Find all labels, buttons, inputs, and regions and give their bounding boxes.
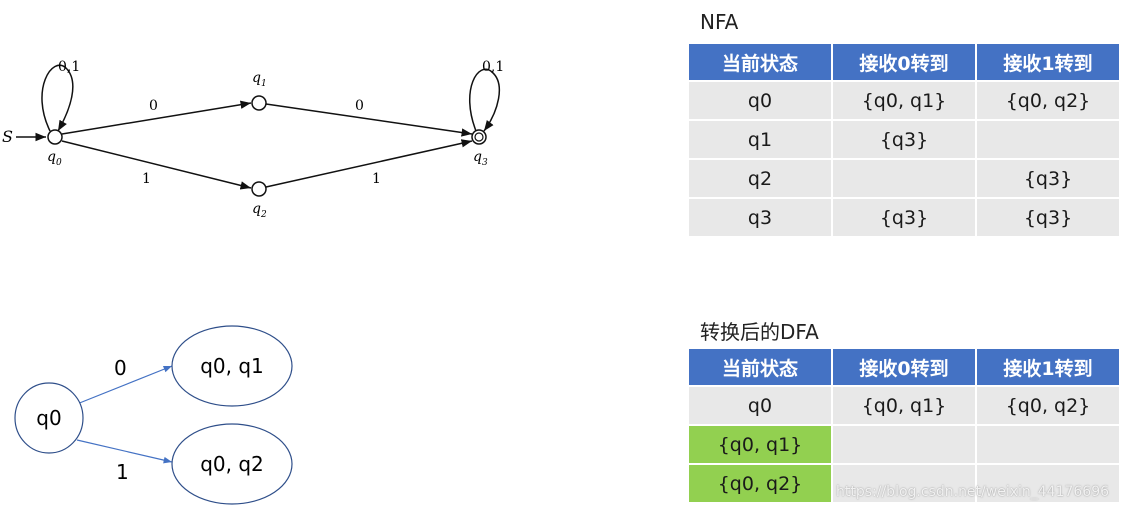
column-header: 当前状态 (689, 349, 833, 385)
table-cell (977, 424, 1119, 463)
nfa-state-q1 (251, 95, 267, 111)
table-cell (833, 424, 977, 463)
table-cell: {q3} (833, 197, 977, 236)
edge-q0-q1-label: 0 (149, 98, 158, 114)
table-row: {q0, q2} (689, 463, 1119, 502)
dfa-table: 当前状态 接收0转到 接收1转到 q0 {q0, q1} {q0, q2} {q… (689, 349, 1119, 502)
nfa-label-q0: q0 (47, 149, 62, 168)
dfa-edge-lower (76, 439, 173, 464)
column-header: 接收0转到 (833, 44, 977, 80)
table-row: q0 {q0, q1} {q0, q2} (689, 80, 1119, 119)
q0-loop-label: 0,1 (58, 59, 80, 75)
dfa-node-q0-q1-label: q0, q1 (200, 354, 264, 378)
column-header: 当前状态 (689, 44, 833, 80)
nfa-table: 当前状态 接收0转到 接收1转到 q0 {q0, q1} {q0, q2} q1… (689, 44, 1119, 236)
dfa-edge-upper-label: 0 (114, 356, 127, 380)
q0-self-loop (41, 64, 74, 132)
table-row: q0 {q0, q1} {q0, q2} (689, 385, 1119, 424)
edge-q1-q3-label: 0 (355, 98, 364, 114)
table-cell (833, 463, 977, 502)
edge-q0-q1 (61, 100, 252, 135)
nfa-state-q0 (47, 129, 63, 145)
table-cell: {q3} (833, 119, 977, 158)
table-cell: {q0, q1} (833, 80, 977, 119)
table-cell: q3 (689, 197, 833, 236)
table-row: {q0, q1} (689, 424, 1119, 463)
table-cell-highlighted: {q0, q1} (689, 424, 833, 463)
dfa-node-q0-q2-label: q0, q2 (200, 452, 264, 476)
column-header: 接收0转到 (833, 349, 977, 385)
column-header: 接收1转到 (977, 44, 1119, 80)
nfa-label-q3: q3 (473, 149, 488, 168)
table-cell-highlighted: {q0, q2} (689, 463, 833, 502)
table-row: q1 {q3} (689, 119, 1119, 158)
start-label: S (2, 127, 13, 146)
edge-q2-q3 (265, 139, 473, 188)
dfa-diagram: 0 1 q0 q0, q1 q0, q2 (14, 325, 293, 505)
table-cell (833, 158, 977, 197)
dfa-table-title: 转换后的DFA (700, 320, 819, 344)
nfa-diagram: S 0,1 0,1 0 0 1 1 q0 q1 q2 q3 (2, 59, 504, 220)
dfa-node-q0-q2 (171, 423, 293, 505)
edge-q0-q2-label: 1 (142, 171, 151, 187)
table-cell: q2 (689, 158, 833, 197)
dfa-edge-lower-label: 1 (116, 460, 129, 484)
nfa-table-title: NFA (700, 10, 739, 34)
edge-q0-q2 (61, 140, 252, 190)
table-cell: {q0, q2} (977, 385, 1119, 424)
dfa-node-q0-q1 (171, 325, 293, 407)
column-header: 接收1转到 (977, 349, 1119, 385)
table-cell: {q3} (977, 197, 1119, 236)
table-cell: q0 (689, 80, 833, 119)
dfa-table-header-row: 当前状态 接收0转到 接收1转到 (689, 349, 1119, 385)
table-cell: {q0, q2} (977, 80, 1119, 119)
nfa-label-q1: q1 (252, 70, 267, 89)
table-cell (977, 463, 1119, 502)
table-row: q3 {q3} {q3} (689, 197, 1119, 236)
table-cell: q1 (689, 119, 833, 158)
nfa-state-q2 (251, 181, 267, 197)
table-cell: q0 (689, 385, 833, 424)
dfa-node-q0 (14, 382, 84, 454)
nfa-table-header-row: 当前状态 接收0转到 接收1转到 (689, 44, 1119, 80)
edge-q1-q3 (265, 103, 473, 137)
edge-q2-q3-label: 1 (372, 171, 381, 187)
watermark: https://blog.csdn.net/weixin_44176696 (836, 484, 1110, 500)
table-cell: {q3} (977, 158, 1119, 197)
table-row: q2 {q3} (689, 158, 1119, 197)
table-cell: {q0, q1} (833, 385, 977, 424)
dfa-node-q0-label: q0 (36, 406, 61, 430)
nfa-accept-ring-q3 (474, 132, 484, 142)
dfa-edge-upper (76, 365, 173, 405)
table-cell (977, 119, 1119, 158)
q3-self-loop (469, 68, 501, 132)
nfa-label-q2: q2 (252, 201, 267, 220)
q3-loop-label: 0,1 (482, 59, 504, 75)
nfa-state-q3 (471, 129, 487, 145)
